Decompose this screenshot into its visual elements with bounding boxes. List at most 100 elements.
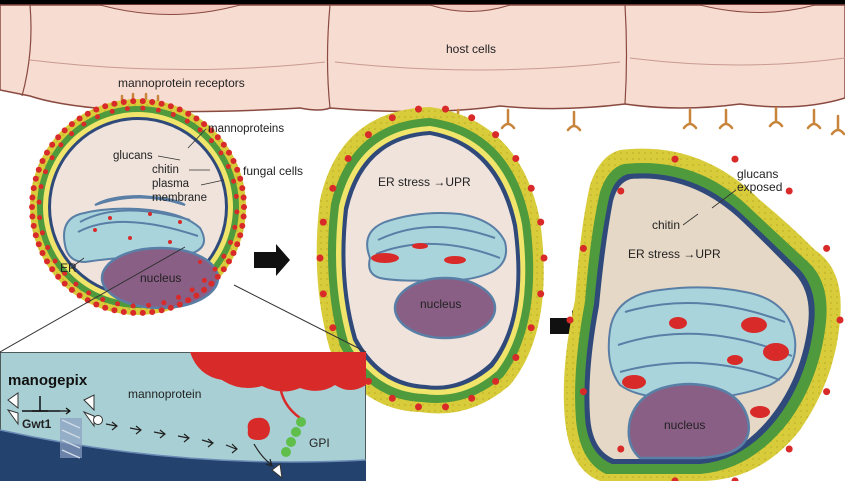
mannoprotein-dot — [364, 131, 372, 139]
mannoprotein-dot — [55, 134, 62, 141]
mannoprotein-dot — [185, 297, 192, 304]
mannoprotein-receptors-label: mannoprotein receptors — [118, 76, 245, 90]
mannoprotein-dot — [84, 110, 91, 117]
receptor-icon — [830, 114, 845, 136]
mannoprotein-dot — [29, 213, 36, 220]
cell1-mannoprotein-dots — [29, 98, 247, 316]
manogepix-label: manogepix — [8, 372, 88, 389]
chitin-label-cell3: chitin — [652, 218, 680, 232]
mannoprotein-dot — [102, 304, 109, 311]
mannoprotein-dot — [58, 142, 64, 148]
mannoprotein-dot — [233, 193, 239, 199]
nucleus-label-cell2: nucleus — [420, 297, 461, 311]
mannoprotein-dot — [214, 134, 221, 141]
mannoprotein-dot — [240, 194, 247, 201]
cell3-leader-lines — [682, 189, 737, 226]
mannoprotein-dot — [111, 307, 118, 314]
mannoprotein-dot — [512, 155, 520, 162]
mannoprotein-dot — [68, 121, 75, 128]
mannoprotein-dot — [234, 209, 240, 215]
mannoprotein-dot — [579, 388, 587, 396]
mannoprotein-dot — [73, 281, 79, 287]
mannoprotein-dot — [201, 277, 207, 283]
mannoprotein-dot — [731, 155, 739, 163]
mannoprotein-dot — [130, 309, 137, 316]
mannoprotein-dot — [155, 107, 161, 113]
receptor-icon — [806, 108, 822, 130]
er-mannoprotein-dot — [108, 216, 112, 220]
mannoprotein-dot — [35, 166, 42, 173]
mannoprotein-dot — [225, 164, 231, 169]
mannoprotein-dot — [193, 292, 200, 299]
cell3-mannoprotein-dots — [566, 155, 844, 481]
mannoprotein-dot — [32, 175, 39, 182]
mannoprotein-dot — [214, 273, 221, 280]
mannoprotein-dot — [415, 403, 422, 411]
mannoprotein-dot — [30, 222, 37, 229]
mannoprotein-dot — [208, 127, 215, 134]
mannoprotein-dot — [124, 106, 130, 112]
mannoprotein-dot — [579, 244, 587, 252]
er-label-cell1: ER — [60, 261, 77, 275]
mannoprotein-dot — [241, 204, 247, 210]
mannoprotein-dot — [30, 185, 37, 192]
mannoprotein-dot — [45, 245, 51, 250]
er-stress-label-cell3: ER stress →UPR — [628, 247, 721, 261]
mannoprotein-dot — [537, 218, 545, 226]
mannoprotein-dot — [185, 110, 192, 117]
mannoprotein-dot — [100, 297, 106, 302]
mannoprotein-dot — [176, 106, 183, 113]
mannoprotein-dot — [38, 184, 44, 190]
mannoprotein-dot — [69, 131, 75, 137]
mannoprotein-dot — [671, 155, 679, 163]
er-mannoprotein-dot — [128, 236, 132, 240]
nucleus-label-cell1: nucleus — [140, 271, 181, 285]
mannoprotein-dot — [139, 309, 146, 316]
chitin-label: chitin — [152, 164, 179, 176]
mannoprotein-dot — [527, 184, 535, 192]
mannoprotein-dot — [566, 316, 574, 324]
mannoprotein-dot — [140, 105, 146, 111]
mannoprotein-dot — [130, 303, 136, 309]
mannoprotein-dot — [76, 292, 83, 299]
plasma-label: plasma — [152, 178, 190, 190]
mannoprotein-dot — [111, 100, 118, 107]
mannoprotein-dot — [109, 108, 115, 114]
mannoprotein-dot — [329, 324, 337, 332]
zoom-lines — [0, 246, 367, 353]
mannoprotein-dot — [86, 290, 92, 296]
mannoprotein-dot — [115, 301, 121, 307]
mannoprotein-dot — [220, 266, 227, 273]
gwt1-label: Gwt1 — [22, 417, 52, 431]
mannoprotein-dot — [36, 199, 42, 205]
mannoprotein-dot — [527, 324, 535, 332]
mannoprotein-dot — [170, 112, 176, 117]
mannoprotein-dot — [208, 138, 214, 144]
mannoprotein-dot — [62, 270, 68, 276]
mannoprotein-dot — [49, 155, 55, 161]
mannoprotein-dot — [158, 307, 165, 314]
host-cell-layer — [0, 4, 845, 113]
fungal-cell-glucans-exposed — [563, 148, 841, 481]
mannoprotein-dot — [176, 294, 181, 300]
mannoprotein-dot — [130, 98, 137, 105]
mannoprotein-dot — [158, 100, 165, 107]
er-mannoprotein-dot — [198, 260, 202, 264]
mannoprotein-dot — [540, 254, 548, 262]
mannoprotein-dot — [836, 316, 844, 324]
mannoprotein-dot — [193, 115, 200, 122]
mannoprotein-dot — [139, 98, 146, 105]
transport-arrows — [105, 421, 273, 467]
mannoprotein-dot — [617, 445, 625, 453]
mannoprotein-dot — [237, 175, 244, 182]
mannoprotein-dot — [201, 121, 208, 128]
mannoprotein-dot — [35, 241, 42, 248]
cell1-leader-lines — [71, 128, 225, 268]
mannoprotein-dot — [55, 273, 62, 280]
mannoprotein-dot — [364, 377, 372, 385]
mannoprotein-dot — [671, 477, 679, 481]
top-border-bar — [0, 0, 845, 5]
mannoprotein-dot — [29, 194, 36, 201]
receptor-icon — [500, 108, 516, 130]
mannoprotein-dot — [32, 232, 39, 239]
